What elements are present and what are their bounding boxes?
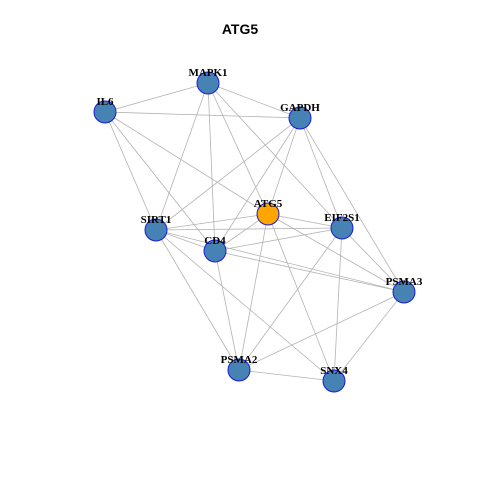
node-circle-atg5[interactable]: [256, 202, 280, 226]
edge-mapk1-gapdh: [207, 82, 301, 119]
node-circle-sirt1[interactable]: [144, 218, 168, 242]
edge-gapdh-eif2s1: [299, 117, 343, 229]
edge-gapdh-atg5: [267, 117, 301, 215]
node-circle-psma3[interactable]: [392, 280, 416, 304]
edge-gapdh-sirt1: [155, 117, 301, 231]
edge-mapk1-atg5: [207, 82, 269, 215]
edge-cd4-eif2s1: [214, 227, 343, 252]
node-circle-mapk1[interactable]: [196, 71, 220, 95]
node-mapk1[interactable]: MAPK1: [188, 67, 228, 95]
edge-atg5-snx4: [267, 213, 335, 382]
edge-sirt1-psma3: [155, 229, 405, 293]
node-eif2s1[interactable]: EIF2S1: [324, 212, 360, 240]
edge-cd4-psma3: [214, 250, 405, 293]
node-circle-gapdh[interactable]: [288, 106, 312, 130]
node-label-gapdh: GAPDH: [280, 102, 320, 114]
edge-atg5-eif2s1: [267, 213, 343, 229]
edge-mapk1-cd4: [207, 82, 216, 252]
node-label-atg5: ATG5: [254, 198, 283, 210]
graph-title: ATG5: [221, 21, 259, 37]
node-il6[interactable]: IL6: [93, 96, 117, 124]
node-label-snx4: SNX4: [320, 365, 348, 377]
node-cd4[interactable]: CD4: [203, 235, 227, 263]
edge-il6-cd4: [104, 111, 216, 252]
edge-mapk1-sirt1: [155, 82, 209, 231]
node-circle-il6[interactable]: [93, 100, 117, 124]
edge-mapk1-il6: [104, 82, 209, 113]
edge-il6-gapdh: [104, 111, 301, 119]
node-psma3[interactable]: PSMA3: [386, 276, 423, 304]
edge-il6-sirt1: [104, 111, 157, 231]
node-psma2[interactable]: PSMA2: [221, 354, 258, 382]
edge-il6-atg5: [104, 111, 269, 215]
node-label-sirt1: SIRT1: [141, 214, 172, 226]
node-snx4[interactable]: SNX4: [320, 365, 348, 393]
node-gapdh[interactable]: GAPDH: [280, 102, 320, 130]
node-atg5[interactable]: ATG5: [254, 198, 283, 226]
edge-sirt1-psma2: [155, 229, 240, 371]
node-sirt1[interactable]: SIRT1: [141, 214, 172, 242]
edge-atg5-psma2: [238, 213, 269, 371]
node-label-cd4: CD4: [204, 235, 226, 247]
edge-eif2s1-psma2: [238, 227, 343, 371]
edge-gapdh-psma3: [299, 117, 405, 293]
edge-gapdh-cd4: [214, 117, 301, 252]
node-circle-snx4[interactable]: [322, 369, 346, 393]
edge-cd4-psma2: [214, 250, 240, 371]
node-label-eif2s1: EIF2S1: [324, 212, 359, 224]
edge-atg5-psma3: [267, 213, 405, 293]
edge-psma2-snx4: [238, 369, 335, 382]
edge-psma3-psma2: [238, 291, 405, 371]
node-label-mapk1: MAPK1: [188, 67, 227, 79]
edge-atg5-sirt1: [155, 213, 269, 231]
edge-eif2s1-snx4: [333, 227, 343, 382]
edge-sirt1-eif2s1: [155, 227, 343, 231]
node-circle-cd4[interactable]: [203, 239, 227, 263]
edge-eif2s1-psma3: [341, 227, 405, 293]
edge-mapk1-eif2s1: [207, 82, 343, 229]
node-circle-psma2[interactable]: [227, 358, 251, 382]
edge-psma3-snx4: [333, 291, 405, 382]
edge-sirt1-snx4: [155, 229, 335, 382]
node-circle-eif2s1[interactable]: [330, 216, 354, 240]
node-label-psma3: PSMA3: [386, 276, 423, 288]
node-label-il6: IL6: [96, 96, 114, 108]
node-label-psma2: PSMA2: [221, 354, 258, 366]
